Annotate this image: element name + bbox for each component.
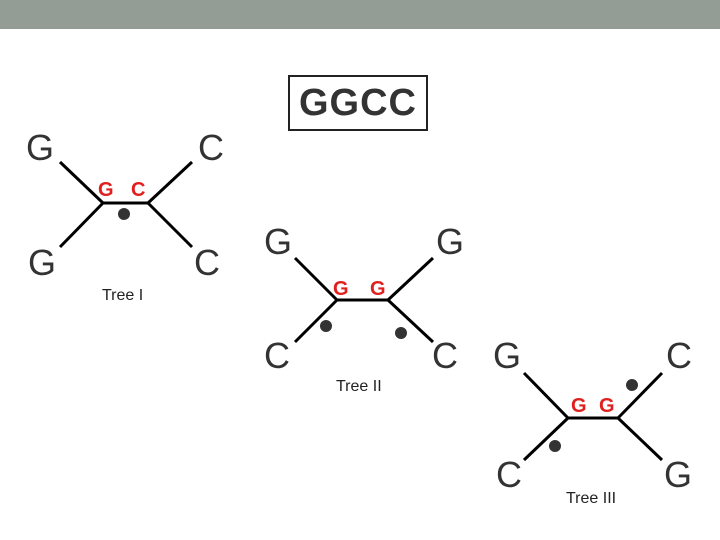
tree-3-leaf-bottom-right: G: [664, 454, 692, 495]
tree-2-edge-top-left: [293, 256, 339, 302]
top-banner: [0, 0, 720, 29]
tree-2-leaf-bottom-left: C: [264, 335, 290, 376]
tree-3-mutation-mark-right: [626, 379, 638, 391]
tree-1-leaf-bottom-right: C: [194, 242, 220, 283]
sequence-title: GGCC: [299, 81, 417, 124]
tree-3-leaf-top-right: C: [666, 335, 692, 376]
tree-2-label: Tree II: [336, 378, 382, 395]
tree-1: G C G C G C Tree I: [26, 127, 224, 304]
tree-3-mutation-mark-left: [549, 440, 561, 452]
tree-2-mutation-mark-right: [395, 327, 407, 339]
tree-1-node-left: G: [98, 179, 114, 201]
tree-1-edge-bottom-left: [58, 201, 105, 249]
tree-3-edge-top-left: [522, 371, 570, 420]
tree-2-node-left: G: [333, 278, 349, 300]
tree-3-edge-bottom-left: [522, 416, 570, 462]
tree-2-edge-bottom-right: [386, 298, 435, 344]
tree-2-node-right: G: [370, 278, 386, 300]
tree-1-edge-top-left: [58, 160, 105, 205]
tree-2-mutation-mark-left: [320, 320, 332, 332]
tree-1-label: Tree I: [102, 287, 143, 304]
tree-2-leaf-top-right: G: [436, 221, 464, 262]
tree-2-leaf-bottom-right: C: [432, 335, 458, 376]
tree-1-mutation-mark: [118, 208, 130, 220]
tree-3-edge-top-right: [616, 371, 664, 420]
tree-3-edge-bottom-right: [616, 416, 664, 462]
tree-2-edge-top-right: [386, 256, 435, 302]
tree-3-label: Tree III: [566, 490, 616, 507]
tree-2: G G C C G G Tree II: [264, 221, 464, 395]
tree-3-node-left: G: [571, 395, 587, 417]
tree-3: G C C G G G Tree III: [493, 335, 692, 507]
tree-2-edge-bottom-left: [293, 298, 339, 344]
sequence-title-box: GGCC: [288, 75, 428, 131]
tree-3-leaf-top-left: G: [493, 335, 521, 376]
tree-1-leaf-top-left: G: [26, 127, 54, 168]
tree-3-node-right: G: [599, 395, 615, 417]
tree-1-leaf-top-right: C: [198, 127, 224, 168]
tree-1-edge-top-right: [146, 160, 194, 205]
tree-1-leaf-bottom-left: G: [28, 242, 56, 283]
tree-1-edge-bottom-right: [146, 201, 194, 249]
tree-2-leaf-top-left: G: [264, 221, 292, 262]
tree-3-leaf-bottom-left: C: [496, 454, 522, 495]
tree-1-node-right: C: [131, 179, 145, 201]
